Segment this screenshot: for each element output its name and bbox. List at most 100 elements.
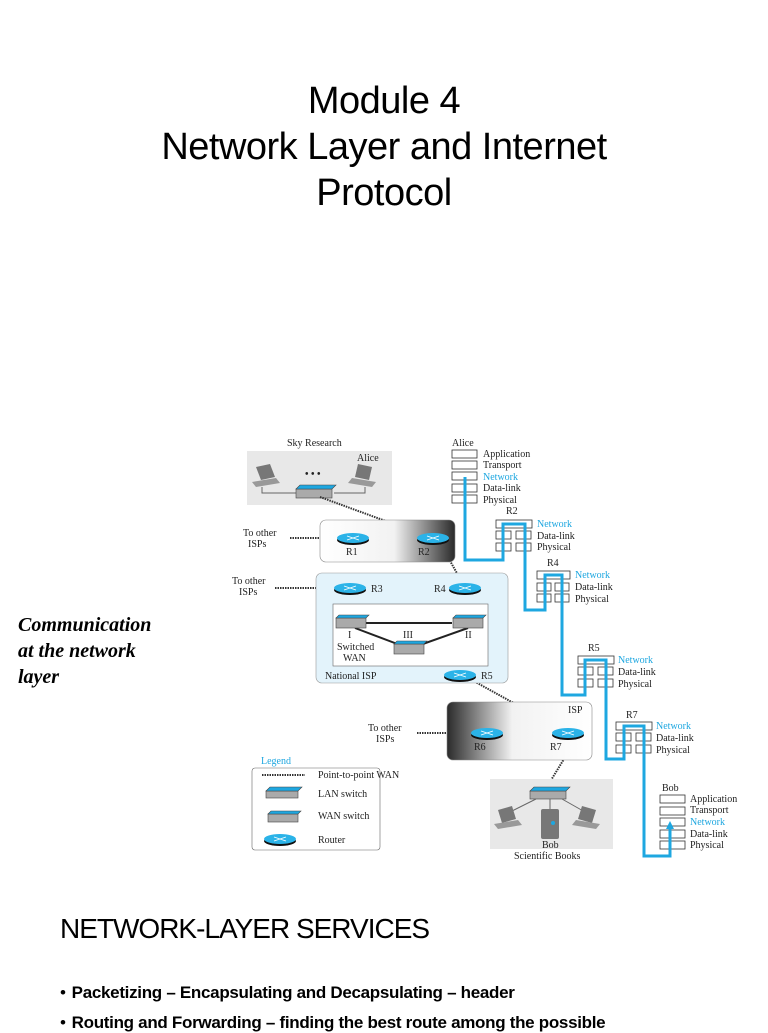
isps-label: ISPs [239, 587, 257, 598]
router-r1-label: R1 [346, 547, 358, 558]
router-r2-label: R2 [418, 547, 430, 558]
router-icon [417, 533, 449, 545]
caption-line-1: Communication [18, 614, 152, 636]
diagram-caption: Communication at the network layer [18, 612, 151, 690]
alice-stack-label: Alice [452, 438, 474, 449]
layer-label: Physical [483, 495, 517, 506]
wan-switch-icon [335, 614, 370, 629]
layer-label: Physical [537, 542, 571, 553]
wan-switch-i-label: I [348, 630, 351, 641]
layer-label: Data-link [483, 483, 521, 494]
wan-label: WAN [343, 653, 366, 664]
r5-stack-label: R5 [588, 643, 600, 654]
caption-line-3: layer [18, 666, 60, 688]
title-line-1: Module 4 [307, 80, 461, 122]
layer-label: Data-link [575, 582, 613, 593]
laptop-icon [494, 806, 522, 829]
isp-label: ISP [568, 705, 583, 716]
regional-isp-box [319, 519, 456, 563]
wan-switch-icon [393, 640, 428, 655]
layer-label: Data-link [656, 733, 694, 744]
bullet-text: Packetizing – Encapsulating and Decapsul… [71, 983, 515, 1002]
bullet-item: • Packetizing – Encapsulating and Decapsu… [60, 983, 515, 1003]
router-icon [552, 728, 584, 740]
router-icon [337, 533, 369, 545]
router-r6-label: R6 [474, 742, 486, 753]
layer-label: Network [618, 655, 653, 666]
module-title: Module 4 Network Layer and Internet Prot… [0, 78, 768, 216]
wan-switch-legend-icon [267, 810, 302, 823]
ellipsis: • • • [305, 469, 321, 480]
legend-item: Point-to-point WAN [318, 770, 399, 781]
router-r4-label: R4 [434, 584, 446, 595]
bullet-icon: • [60, 1013, 66, 1032]
to-other-isps-label: To other [232, 576, 266, 587]
section-title: NETWORK-LAYER SERVICES [60, 913, 430, 944]
router-icon [334, 583, 366, 595]
layer-label: Physical [575, 594, 609, 605]
bob-protocol-stack [659, 794, 686, 850]
layer-label: Data-link [537, 531, 575, 542]
wan-switch-icon [452, 614, 487, 629]
layer-label: Transport [483, 460, 522, 471]
layer-label: Network [575, 570, 610, 581]
to-other-isps-label: To other [243, 528, 277, 539]
switched-wan-box [332, 603, 489, 667]
layer-label: Data-link [690, 829, 728, 840]
layer-label: Network [656, 721, 691, 732]
bullet-icon: • [60, 983, 66, 1002]
layer-label: Application [690, 794, 737, 805]
legend-item: WAN switch [318, 811, 369, 822]
bob-stack-label: Bob [662, 783, 679, 794]
router-r5-label: R5 [481, 671, 493, 682]
lan-switch-icon [529, 786, 571, 800]
sky-research-label: Sky Research [287, 438, 342, 449]
laptop-icon [348, 464, 376, 487]
alice-host-label: Alice [357, 453, 379, 464]
layer-label: Data-link [618, 667, 656, 678]
layer-label: Physical [656, 745, 690, 756]
laptop-icon [252, 464, 280, 487]
r4-stack-label: R4 [547, 558, 559, 569]
national-isp-label: National ISP [325, 671, 377, 682]
isps-label: ISPs [248, 539, 266, 550]
router-icon [471, 728, 503, 740]
router-icon [449, 583, 481, 595]
layer-label: Application [483, 449, 530, 460]
network-layer-path [463, 477, 672, 858]
laptop-icon [572, 806, 600, 829]
title-line-2: Network Layer and Internet [161, 126, 607, 168]
r7-stack-label: R7 [626, 710, 638, 721]
router-r3-label: R3 [371, 584, 383, 595]
layer-label: Network [690, 817, 725, 828]
legend-item: Router [318, 835, 346, 846]
router-icon [444, 670, 476, 682]
lan-switch-legend-icon [265, 786, 303, 799]
layer-label: Network [537, 519, 572, 530]
scientific-books-label: Scientific Books [514, 851, 580, 862]
title-line-3: Protocol [316, 172, 452, 214]
arrow-head-icon [666, 821, 674, 829]
network-diagram: Sky Research Alice • • • To other ISPs [232, 438, 737, 862]
layer-label: Physical [618, 679, 652, 690]
bob-host-label: Bob [542, 840, 559, 851]
r2-stack-label: R2 [506, 506, 518, 517]
server-icon [541, 809, 559, 839]
router-legend-icon [264, 834, 296, 846]
layer-label: Physical [690, 840, 724, 851]
bullet-text: Routing and Forwarding – finding the bes… [71, 1013, 606, 1032]
legend-title: Legend [261, 756, 291, 767]
bullet-item: • Routing and Forwarding – finding the be… [60, 1013, 606, 1033]
local-isp-box [446, 701, 593, 761]
layer-label: Transport [690, 805, 729, 816]
wan-switch-iii-label: III [403, 630, 413, 641]
legend-item: LAN switch [318, 789, 367, 800]
layer-label: Network [483, 472, 518, 483]
caption-line-2: at the network [18, 640, 136, 662]
to-other-isps-label: To other [368, 723, 402, 734]
router-r7-label: R7 [550, 742, 562, 753]
wan-switch-ii-label: II [465, 630, 472, 641]
isps-label: ISPs [376, 734, 394, 745]
switched-label: Switched [337, 642, 374, 653]
lan-switch-icon [295, 484, 337, 499]
